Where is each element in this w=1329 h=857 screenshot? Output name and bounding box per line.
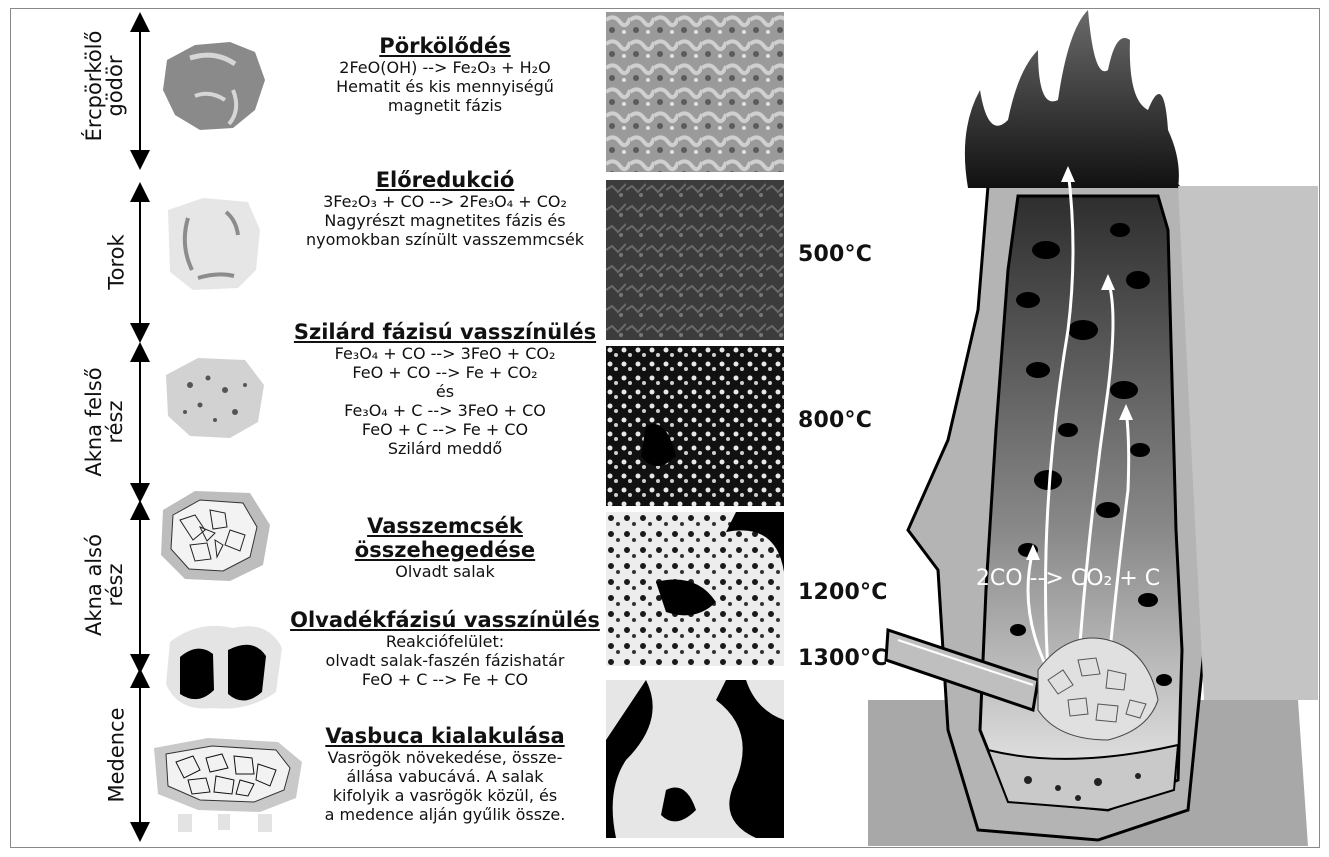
temperature-800: 800°C: [798, 408, 872, 433]
stage-szilard-fazisu: Szilárd fázisú vasszínülés Fe₃O₄ + CO --…: [280, 320, 610, 458]
ore-solid-reduction-illustration: [160, 350, 270, 445]
micrograph-solid-reduction: [606, 346, 784, 506]
ore-welding-illustration: [155, 485, 275, 585]
stage-title: összehegedése: [280, 538, 610, 562]
stage-title: Pörkölődés: [280, 34, 610, 58]
temperature-500: 500°C: [798, 242, 872, 267]
stage-olvadekfazisu: Olvadékfázisú vasszínülés Reakciófelület…: [280, 608, 610, 689]
micrograph-magnetite: [606, 180, 784, 340]
stage-title: Szilárd fázisú vasszínülés: [280, 320, 610, 344]
furnace-equation: 2CO --> CO₂ + C: [976, 566, 1160, 591]
stage-porkolodes: Pörkölődés 2FeO(OH) --> Fe₂O₃ + H₂O Hema…: [280, 34, 610, 115]
micrograph-hematite: [606, 12, 784, 172]
bloomery-furnace-illustration: 2CO --> CO₂ + C: [868, 10, 1318, 846]
stage-title: Vasbuca kialakulása: [280, 724, 610, 748]
stage-title: Olvadékfázisú vasszínülés: [280, 608, 610, 632]
micrograph-bloom: [606, 680, 784, 838]
ore-hematite-illustration: [155, 30, 275, 140]
stage-title: Vasszemcsék: [280, 514, 610, 538]
ore-magnetite-illustration: [158, 190, 268, 300]
ore-molten-reduction-illustration: [158, 612, 288, 722]
stage-title: Előredukció: [280, 168, 610, 192]
stage-vasbuca: Vasbuca kialakulása Vasrögök növekedése,…: [280, 724, 610, 824]
micrograph-welding: [606, 512, 784, 666]
stage-osszehegedes: Vasszemcsék összehegedése Olvadt salak: [280, 514, 610, 581]
flames: [965, 10, 1179, 188]
stage-eloredukcio: Előredukció 3Fe₂O₃ + CO --> 2Fe₃O₄ + CO₂…: [280, 168, 610, 249]
